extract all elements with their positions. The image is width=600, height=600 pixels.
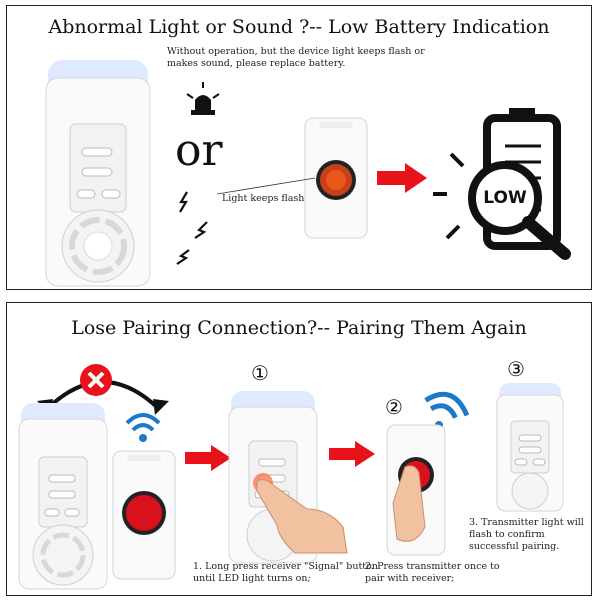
step-2-number: ② bbox=[385, 395, 403, 419]
or-text: or bbox=[175, 125, 223, 176]
red-arrow bbox=[329, 441, 375, 467]
label-pointer-line bbox=[217, 177, 316, 195]
sound-wave-icon bbox=[176, 191, 208, 265]
wifi-signal-icon bbox=[125, 413, 161, 442]
pointing-hand-icon bbox=[253, 473, 348, 554]
step-2-text: 2. Press transmitter once to pair with r… bbox=[365, 561, 500, 584]
receiver-device bbox=[45, 60, 151, 287]
step-3-number: ③ bbox=[507, 357, 525, 381]
alarm-light-icon bbox=[186, 82, 220, 115]
pairing-panel: Lose Pairing Connection?-- Pairing Them … bbox=[6, 302, 592, 596]
pairing-title: Lose Pairing Connection?-- Pairing Them … bbox=[71, 317, 527, 339]
receiver-device-step-3 bbox=[496, 383, 564, 512]
low-battery-title: Abnormal Light or Sound ?-- Low Battery … bbox=[48, 16, 550, 38]
magnifier-icon bbox=[468, 161, 571, 260]
red-arrow bbox=[185, 445, 231, 471]
transmitter-device-step-2 bbox=[386, 424, 446, 556]
step-1-text: 1. Long press receiver "Signal" button u… bbox=[193, 561, 378, 584]
receiver-device-step-1 bbox=[228, 391, 318, 564]
low-battery-panel: Abnormal Light or Sound ?-- Low Battery … bbox=[6, 5, 592, 290]
low-label: LOW bbox=[483, 188, 527, 208]
step-1-number: ① bbox=[251, 361, 269, 385]
receiver-device-unpaired bbox=[18, 403, 108, 590]
transmitter-device-unpaired bbox=[112, 450, 176, 580]
light-keeps-flash-label: Light keeps flash bbox=[222, 193, 305, 204]
transmitter-device bbox=[304, 117, 368, 239]
red-arrow bbox=[377, 163, 427, 193]
cross-icon bbox=[80, 364, 112, 396]
low-battery-description: Without operation, but the device light … bbox=[167, 46, 425, 69]
step-3-text: 3. Transmitter light will flash to confi… bbox=[469, 517, 584, 552]
